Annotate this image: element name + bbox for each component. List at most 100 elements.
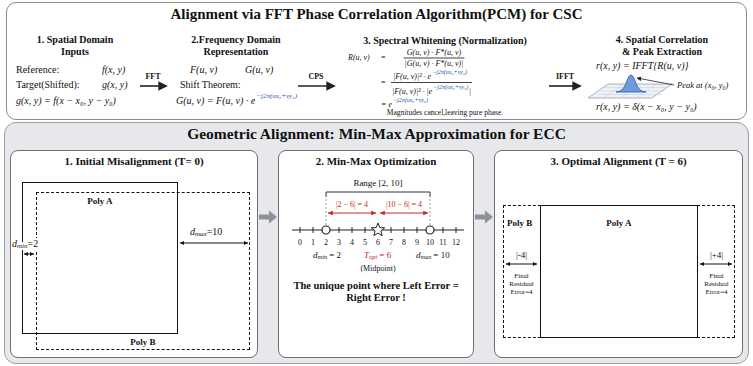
formula: R(u, v)	[348, 53, 370, 62]
label-anchor: |	[469, 87, 471, 96]
correlation-surface	[588, 75, 672, 98]
error-label: |10 − 6| = 4	[386, 200, 422, 209]
formula: F(u, v)	[190, 64, 217, 76]
label-anchor: 5	[363, 238, 367, 247]
label-anchor: −j2π(ux₀+vy₀)	[256, 92, 297, 100]
range-label: Range [2, 10]	[353, 178, 402, 188]
axis-annotation: = 2	[329, 250, 341, 260]
axis-annotation: = 10	[433, 250, 449, 260]
label-anchor: −j2π(ux₀+vy₀)	[432, 69, 467, 76]
axis-number: 4	[350, 238, 354, 247]
step-heading: 2.Frequency Domain Representation	[186, 34, 286, 58]
label-anchor: 0	[298, 238, 302, 247]
label-anchor: 2.Frequency Domain Representation	[186, 34, 286, 58]
flow-arrow	[475, 211, 493, 224]
drawing-part	[588, 84, 672, 98]
formula: g(x, y)	[102, 79, 128, 91]
label-anchor: |F(u, v)|² · e	[393, 72, 431, 81]
label-anchor: |-4|	[516, 250, 527, 260]
label-anchor: T	[364, 250, 369, 260]
label-anchor: =	[381, 53, 386, 62]
guide-line	[326, 199, 430, 225]
axis-number: 12	[452, 238, 460, 247]
callout: Peak at (x₀, y₀)	[677, 80, 728, 90]
text-label: Reference:	[16, 64, 59, 76]
axis-annotation: max	[421, 253, 432, 260]
label-anchor: =2	[28, 238, 39, 250]
process-arrow	[549, 85, 580, 87]
leader-line	[637, 78, 674, 85]
panel-title: Geometric Alignment: Min-Max Approximati…	[187, 125, 566, 143]
label-anchor: max	[421, 253, 432, 260]
process-arrow	[298, 85, 334, 87]
text-label: Target(Shifted):	[16, 79, 80, 91]
label-anchor: r(x, y) = δ(x − x₀, y − y₀)	[596, 101, 697, 113]
label-anchor: |F(u, v)|² · |e	[392, 87, 432, 96]
axis-annotation: (Midpoint)	[360, 264, 395, 273]
polygon-b: Poly B	[36, 192, 250, 350]
step-heading: 2. Min-Max Optimization	[316, 155, 437, 168]
formula: f(x, y)	[102, 64, 125, 76]
exponent: −j2π(ux₀+vy₀)	[393, 97, 428, 104]
arrow-label: FFT	[145, 72, 160, 81]
dimension: |-4|	[516, 250, 527, 260]
arrow-label: CPS	[308, 72, 323, 81]
shape-label: Poly B	[130, 337, 155, 347]
label-anchor: |2 − 6| = 4	[336, 200, 368, 209]
label-anchor: |G(u, v) · F*(u, v)|	[405, 59, 464, 68]
label-anchor: |+4|	[710, 250, 723, 260]
formula: G(u, v)	[245, 64, 273, 76]
label-anchor: f(x, y)	[102, 64, 125, 76]
dimension-arrow	[24, 254, 34, 255]
label-anchor: CPS	[308, 72, 323, 81]
dimension: d	[190, 226, 195, 238]
label-anchor: =	[381, 78, 386, 87]
label-anchor: 4	[350, 238, 354, 247]
label-anchor: 10	[426, 238, 434, 247]
process-arrow	[140, 85, 166, 87]
formula: r(x, y) = δ(x − x₀, y − y₀)	[596, 101, 697, 113]
label-anchor: 9	[415, 238, 419, 247]
error-arrow	[328, 212, 376, 213]
axis-annotation: opt	[369, 253, 377, 260]
polygon-a: Poly A	[540, 205, 698, 338]
label-anchor: g(x, y) = f(x − x₀, y − y₀)	[16, 95, 116, 107]
axis-number: 8	[402, 238, 406, 247]
label-anchor: = 10	[433, 250, 449, 260]
step-heading: 4. Spatial Correlation & Peak Extraction	[613, 34, 711, 58]
drawing-part	[616, 75, 646, 92]
label-anchor: d	[313, 250, 318, 260]
formula: G(u, v) = F(u, v) · e	[176, 95, 255, 107]
dimension: min	[17, 242, 28, 250]
label-anchor: Magnitudes cancel,leaving pure phase.	[387, 108, 503, 117]
step-box: 3. Optimal Alignment (T = 6)Poly BPoly A	[494, 150, 743, 358]
fraction-bar	[404, 58, 465, 59]
label-anchor: = 6	[379, 250, 391, 260]
step-heading: 3. Optimal Alignment (T = 6)	[550, 155, 686, 168]
axis-number: 6	[376, 238, 380, 247]
label-anchor: Final Residual Error=4	[700, 272, 734, 296]
axis-number: 3	[337, 238, 341, 247]
formula: r(x, y) = IFFT{R(u, v)}	[596, 60, 689, 72]
residual-note: Final Residual Error=4	[700, 272, 734, 296]
label-anchor: 12	[452, 238, 460, 247]
polygon-a: Poly A	[22, 182, 178, 334]
dimension-arrow	[506, 264, 537, 265]
range-bracket	[326, 192, 430, 197]
step-box: 1. Initial Misalignment (T= 0)Poly APoly…	[10, 150, 258, 358]
error-label: |2 − 6| = 4	[336, 200, 368, 209]
label-anchor: Reference:	[16, 64, 59, 76]
label-anchor: r(x, y) = IFFT{R(u, v)}	[596, 60, 689, 72]
arrow-shaft	[259, 215, 269, 220]
panel-title: Alignment via FFT Phase Correlation Algo…	[170, 6, 582, 23]
denominator: |F(u, v)|² · |e	[392, 87, 432, 96]
arrow-shaft	[475, 215, 485, 220]
label-anchor: 8	[402, 238, 406, 247]
shape-label: Poly A	[87, 196, 112, 206]
axis-number: 2	[324, 238, 328, 247]
label-anchor: d	[416, 250, 421, 260]
label-anchor: F(u, v)	[190, 64, 217, 76]
label-anchor: −j2π(ux₀+vy₀)	[393, 97, 428, 104]
axis-number: 10	[426, 238, 434, 247]
label-anchor: min	[318, 253, 328, 260]
